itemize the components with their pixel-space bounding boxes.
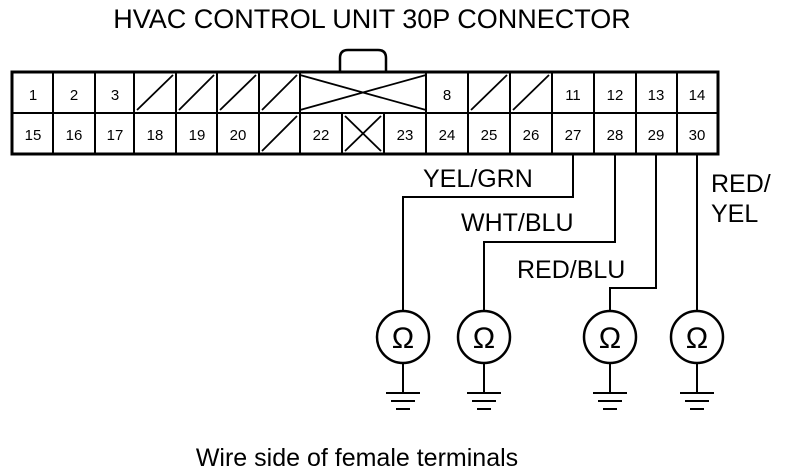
connector-lock-tab <box>338 48 388 72</box>
pin-label: 11 <box>565 87 581 104</box>
bottom-row-dividers <box>52 113 678 154</box>
blocked-cavity-x-top <box>299 74 427 111</box>
wire-pin-27 <box>402 154 574 310</box>
pin-label: 26 <box>523 127 540 144</box>
ground-icon <box>680 363 714 410</box>
diagram-caption: Wire side of female terminals <box>196 444 518 472</box>
pin-label: 24 <box>439 127 456 144</box>
wire-label-pin-28: WHT/BLU <box>461 209 574 237</box>
pin-label: 30 <box>689 127 706 144</box>
ground-icon <box>467 363 501 410</box>
unused-cavity-marks-bottom <box>261 115 382 152</box>
ground-icon <box>593 363 627 410</box>
top-row-pins: 1 2 3 8 11 12 13 14 <box>29 87 706 104</box>
top-row-dividers <box>52 72 678 113</box>
ohm-symbol: Ω <box>473 322 495 355</box>
pin-label: 23 <box>397 127 414 144</box>
ground-icon <box>386 363 420 410</box>
pin-label: 1 <box>29 87 37 104</box>
pin-label: 28 <box>607 127 624 144</box>
ohm-symbol: Ω <box>599 322 621 355</box>
pin-label: 25 <box>481 127 498 144</box>
pin-label: 13 <box>648 87 665 104</box>
wire-label-pin-29: RED/BLU <box>517 256 625 284</box>
wire-pin-28 <box>483 154 616 310</box>
wire-label-pin-30-line1: RED/ <box>711 170 771 198</box>
unused-cavity-marks-top <box>136 74 550 111</box>
pin-label: 16 <box>66 127 83 144</box>
wire-pin-29 <box>609 154 657 310</box>
pin-label: 14 <box>689 87 706 104</box>
pin-label: 8 <box>443 87 451 104</box>
ohmmeter-icon: Ω <box>669 309 725 365</box>
pin-label: 17 <box>107 127 124 144</box>
pin-label: 29 <box>648 127 665 144</box>
bottom-row-pins: 15 16 17 18 19 20 22 23 24 25 26 27 28 2… <box>25 127 706 144</box>
pin-label: 19 <box>189 127 206 144</box>
ohmmeter-icon: Ω <box>582 309 638 365</box>
ohm-symbol: Ω <box>392 322 414 355</box>
wire-label-pin-27: YEL/GRN <box>423 165 533 193</box>
ohm-symbol: Ω <box>686 322 708 355</box>
pin-label: 3 <box>111 87 119 104</box>
pin-label: 15 <box>25 127 42 144</box>
ohmmeter-icon: Ω <box>456 309 512 365</box>
pin-label: 22 <box>313 127 330 144</box>
pin-label: 27 <box>565 127 582 144</box>
pin-label: 18 <box>147 127 164 144</box>
pin-label: 2 <box>70 87 78 104</box>
ohmmeter-icon: Ω <box>375 309 431 365</box>
pin-label: 20 <box>230 127 247 144</box>
pin-label: 12 <box>607 87 624 104</box>
wire-label-pin-30-line2: YEL <box>711 200 758 228</box>
diagram-title: HVAC CONTROL UNIT 30P CONNECTOR <box>113 4 631 34</box>
